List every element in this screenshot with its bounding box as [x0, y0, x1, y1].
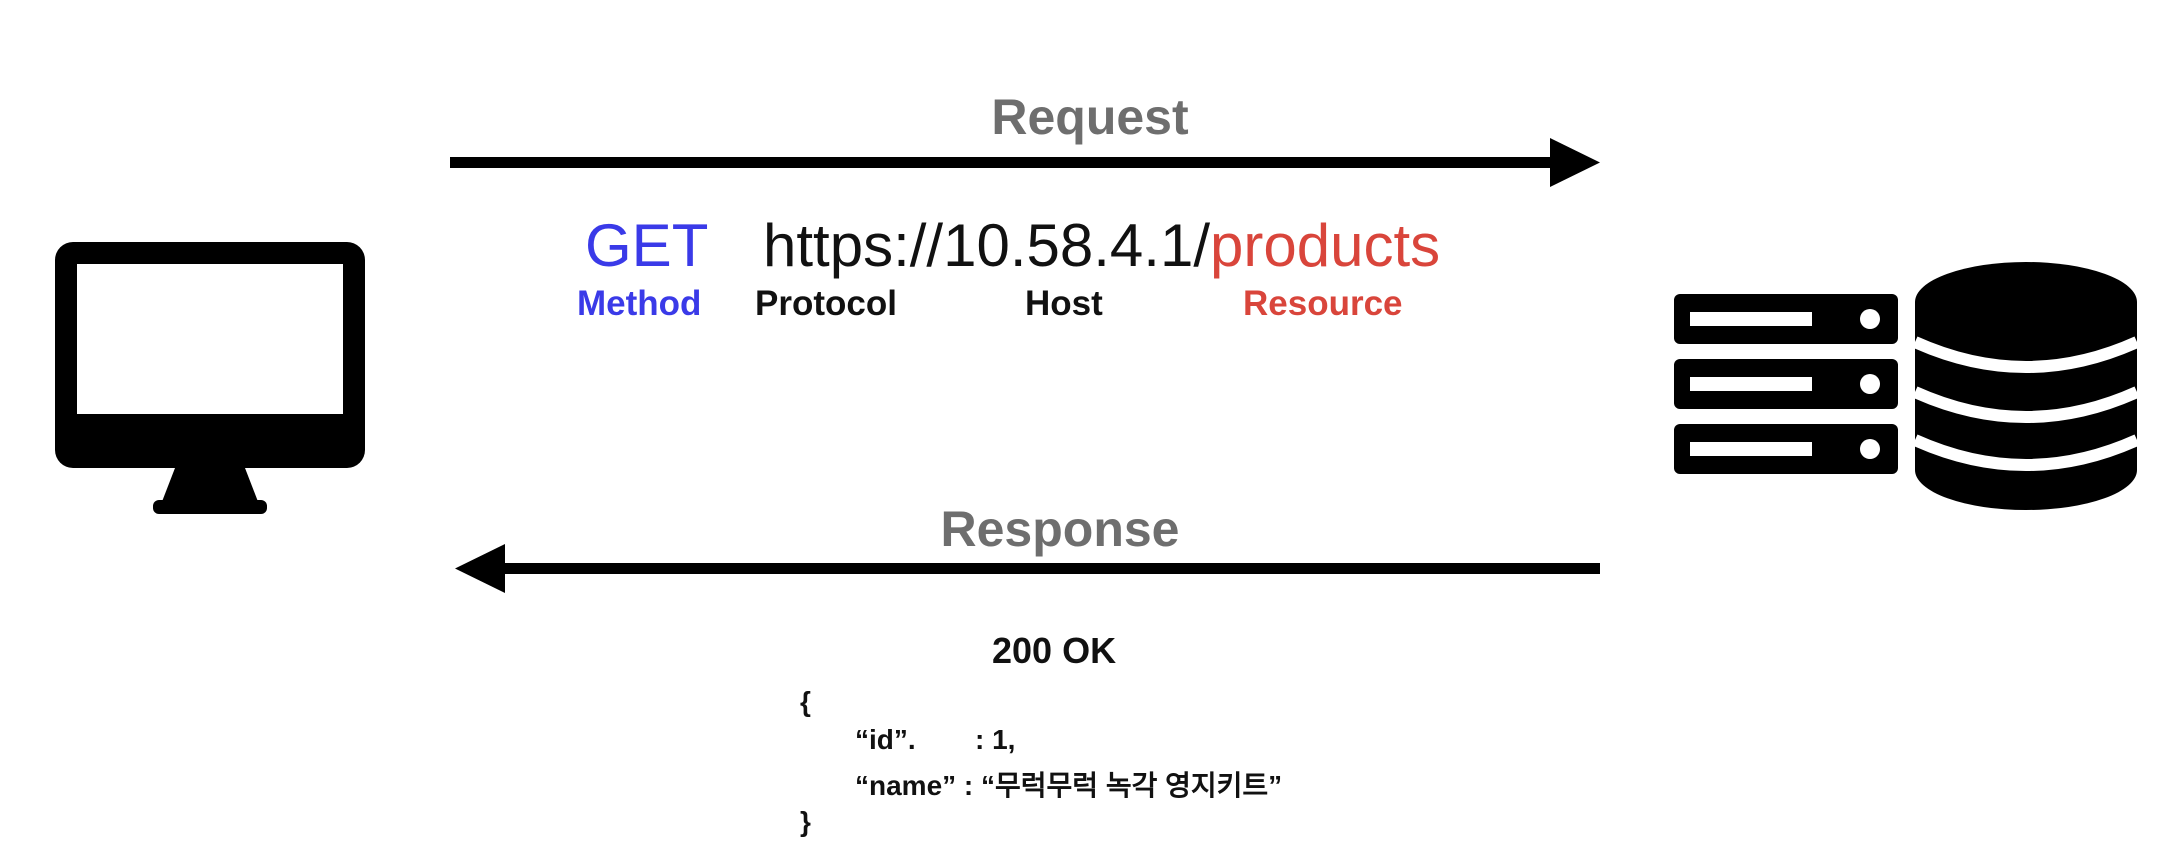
- request-arrow: [450, 138, 1600, 187]
- resource-label: Resource: [1243, 284, 1403, 323]
- database-icon: [1915, 262, 2137, 510]
- http-method: GET: [585, 212, 709, 279]
- url-resource: products: [1209, 212, 1441, 279]
- json-close-brace: }: [800, 806, 811, 837]
- response-arrow: [455, 544, 1600, 593]
- url-protocol-host-text: https://10.58.4.1/: [763, 212, 1210, 279]
- desktop-monitor-icon: [55, 242, 365, 514]
- response-label: Response: [940, 501, 1180, 557]
- json-id-key: “id”.: [855, 724, 916, 755]
- server-rack-icon: [1674, 294, 1898, 474]
- protocol-label: Protocol: [755, 284, 897, 323]
- request-label: Request: [991, 89, 1189, 145]
- host-label: Host: [1025, 284, 1103, 323]
- url-protocol-host: https://10.58.4.1/products: [763, 216, 1440, 276]
- json-open-brace: {: [800, 686, 811, 717]
- json-id-value: : 1,: [975, 724, 1016, 755]
- json-name-line: “name” : “무럭무럭 녹각 영지키트”: [855, 770, 1283, 801]
- response-status: 200 OK: [992, 630, 1117, 671]
- method-label: Method: [577, 284, 702, 323]
